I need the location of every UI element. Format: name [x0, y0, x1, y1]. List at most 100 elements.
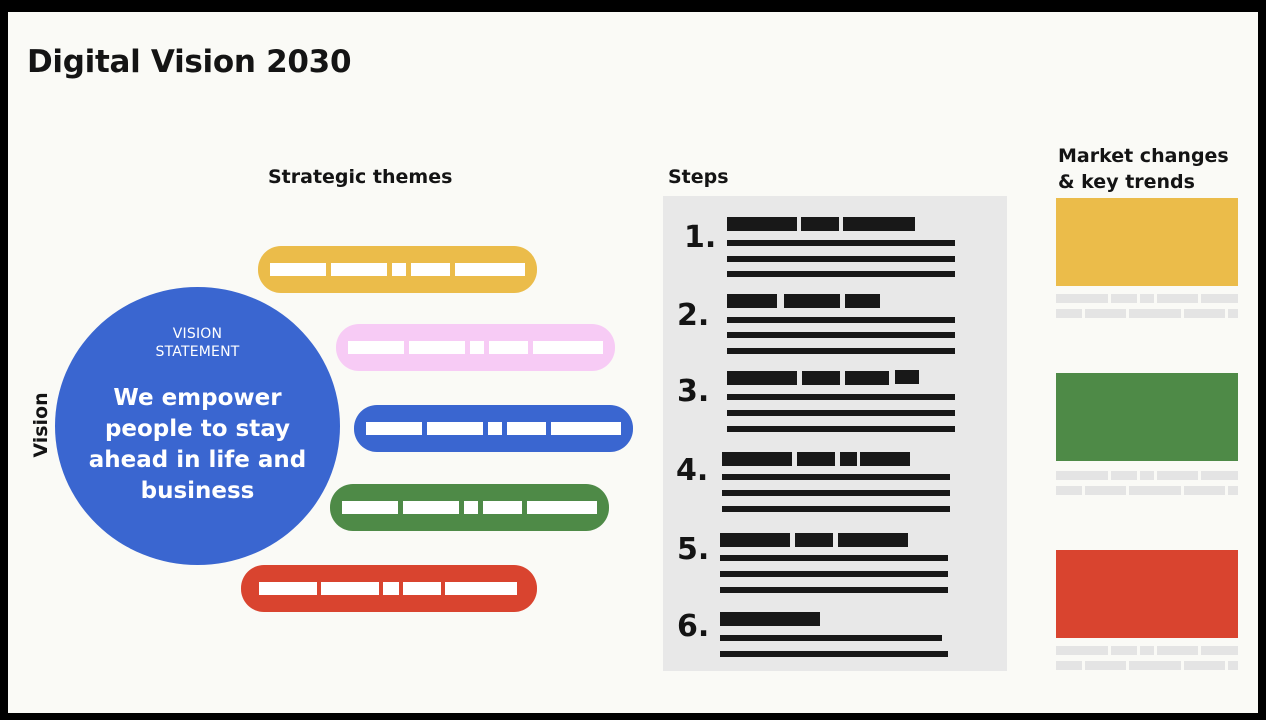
theme-placeholder-bar [342, 501, 398, 514]
trend-card-1 [1056, 198, 1238, 286]
theme-placeholder-bar [259, 582, 317, 595]
theme-placeholder-bar [445, 582, 517, 595]
vision-statement-label: VISION STATEMENT [55, 325, 340, 361]
step-text-line [720, 651, 948, 657]
step-text-line [727, 271, 955, 277]
trend-caption-bar [1111, 471, 1137, 480]
theme-placeholder-bar [321, 582, 379, 595]
step-text-line [720, 587, 948, 593]
trend-caption-bar [1129, 661, 1181, 670]
step-number: 6. [677, 609, 710, 644]
theme-pill-5 [241, 565, 537, 612]
trend-caption-3 [1056, 646, 1238, 672]
theme-pill-2 [336, 324, 615, 371]
step-text-line [720, 555, 948, 561]
step-title-bar [722, 452, 792, 466]
trend-caption-bar [1085, 661, 1126, 670]
step-title-bar [845, 371, 889, 385]
step-number: 5. [677, 532, 710, 567]
trend-caption-bar [1056, 486, 1082, 495]
step-title-bar [795, 533, 833, 547]
vision-statement-label-line1: VISION [172, 326, 223, 342]
theme-placeholder-bar [527, 501, 597, 514]
step-title-bar [720, 533, 790, 547]
strategic-themes-heading: Strategic themes [268, 166, 453, 188]
trend-caption-bar [1085, 486, 1126, 495]
trend-caption-bar [1157, 646, 1198, 655]
trend-caption-bar [1228, 309, 1238, 318]
theme-placeholder-bar [348, 341, 404, 354]
step-title-bar [840, 452, 857, 466]
theme-placeholder-bar [489, 341, 528, 354]
step-text-line [722, 474, 950, 480]
step-number: 4. [676, 453, 709, 488]
theme-pill-4 [330, 484, 609, 531]
step-text-line [722, 490, 950, 496]
step-title-bar [845, 294, 880, 308]
market-heading-line1: Market changes [1058, 145, 1229, 167]
step-text-line [727, 348, 955, 354]
step-title-bar [802, 371, 840, 385]
trend-caption-bar [1085, 309, 1126, 318]
step-2: 2. [677, 294, 955, 354]
step-title-bar [797, 452, 835, 466]
theme-placeholder-bar [403, 501, 459, 514]
theme-placeholder-bar [551, 422, 621, 435]
step-text-line [727, 317, 955, 323]
step-text-line [727, 410, 955, 416]
trend-caption-bar [1140, 471, 1154, 480]
vision-statement-text: We empower people to stay ahead in life … [88, 385, 307, 504]
step-4: 4. [676, 452, 950, 512]
step-text-line [727, 426, 955, 432]
theme-placeholder-bar [455, 263, 525, 276]
trend-caption-bar [1140, 646, 1154, 655]
step-text-line [727, 332, 955, 338]
trend-caption-bar [1228, 486, 1238, 495]
step-title-bar [727, 217, 797, 231]
step-text-line [727, 240, 955, 246]
market-heading: Market changes & key trends [1058, 143, 1229, 195]
trend-caption-bar [1056, 646, 1108, 655]
vision-statement-label-line2: STATEMENT [155, 344, 240, 360]
step-title-bar [801, 217, 839, 231]
trend-caption-bar [1129, 486, 1181, 495]
steps-heading: Steps [668, 166, 729, 188]
step-title-bar [895, 370, 919, 384]
theme-placeholder-bar [270, 263, 326, 276]
theme-pill-1 [258, 246, 537, 293]
theme-placeholder-bar [488, 422, 502, 435]
step-5: 5. [677, 532, 948, 593]
trend-caption-bar [1157, 294, 1198, 303]
theme-placeholder-bar [483, 501, 522, 514]
step-title-bar [720, 612, 820, 626]
market-heading-line2: & key trends [1058, 171, 1195, 193]
trend-caption-bar [1140, 294, 1154, 303]
trend-caption-1 [1056, 294, 1238, 320]
trend-caption-bar [1228, 661, 1238, 670]
step-title-bar [843, 217, 915, 231]
step-number: 2. [677, 298, 710, 333]
step-text-line [727, 394, 955, 400]
trend-caption-bar [1201, 646, 1238, 655]
theme-placeholder-bar [366, 422, 422, 435]
trend-caption-bar [1111, 294, 1137, 303]
step-title-bar [838, 533, 908, 547]
theme-placeholder-bar [411, 263, 450, 276]
step-number: 1. [684, 220, 717, 255]
theme-placeholder-bar [464, 501, 478, 514]
theme-placeholder-bar [392, 263, 406, 276]
step-title-bar [727, 294, 777, 308]
trend-caption-bar [1184, 661, 1225, 670]
theme-placeholder-bar [331, 263, 387, 276]
theme-placeholder-bar [383, 582, 399, 595]
trend-caption-bar [1157, 471, 1198, 480]
theme-pill-3 [354, 405, 633, 452]
theme-placeholder-bar [427, 422, 483, 435]
trend-caption-bar [1201, 294, 1238, 303]
trend-caption-bar [1201, 471, 1238, 480]
trend-card-3 [1056, 550, 1238, 638]
trend-card-2 [1056, 373, 1238, 461]
theme-placeholder-bar [403, 582, 441, 595]
trend-caption-2 [1056, 471, 1238, 497]
step-6: 6. [677, 609, 948, 657]
